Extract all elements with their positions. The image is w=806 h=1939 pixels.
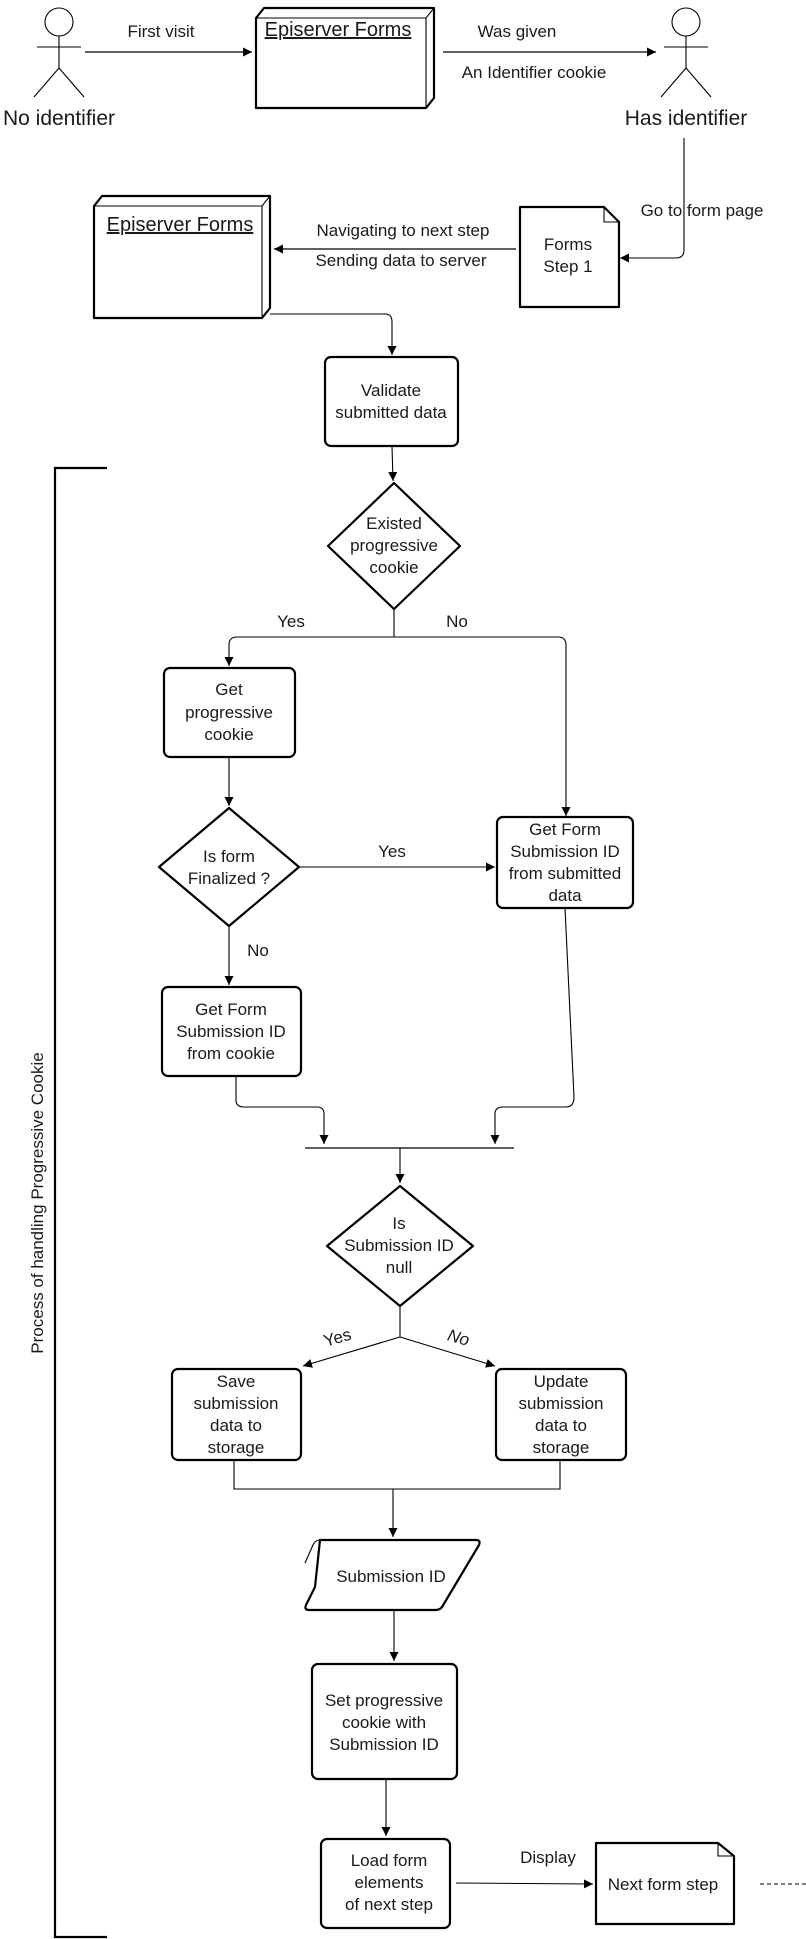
get-id-cookie-line-2: Submission ID [176, 1022, 286, 1041]
edge-label-navigating: Navigating to next step [317, 221, 490, 240]
get-progressive-cookie-node: Get progressive cookie [162, 666, 297, 759]
actor-no-identifier: No identifier [3, 7, 115, 130]
edge-label-identifier-cookie: An Identifier cookie [462, 63, 607, 82]
episerver-forms-mid-label: Episerver Forms [107, 214, 254, 236]
save-submission-line-4: storage [208, 1438, 265, 1457]
edge-label-no-finalized: No [247, 941, 269, 960]
edge-label-sending: Sending data to server [315, 251, 486, 270]
get-id-cookie-line-3: from cookie [187, 1044, 275, 1063]
update-submission-node: Update submission data to storage [494, 1367, 628, 1462]
actor-no-identifier-icon [33, 7, 85, 98]
is-form-finalized-line-1: Is form [203, 847, 255, 866]
load-elements-line-2: elements [355, 1873, 424, 1892]
save-submission-line-1: Save [217, 1372, 256, 1391]
edge-label-first-visit: First visit [127, 22, 194, 41]
is-form-finalized-decision: Is form Finalized ? [157, 806, 301, 928]
save-submission-node: Save submission data to storage [170, 1367, 303, 1462]
actor-has-identifier-label: Has identifier [625, 107, 748, 130]
process-bracket: Process of handling Progressive Cookie [28, 466, 107, 1939]
process-bracket-label: Process of handling Progressive Cookie [28, 1052, 47, 1353]
set-cookie-line-3: Submission ID [329, 1735, 439, 1754]
edge-label-no-existed: No [446, 612, 468, 631]
get-progressive-cookie-line-3: cookie [204, 725, 253, 744]
actor-has-identifier: Has identifier [625, 7, 748, 130]
forms-step-1-line-2: Step 1 [543, 257, 592, 276]
edge-label-yes-existed: Yes [277, 612, 305, 631]
save-submission-line-3: data to [210, 1416, 262, 1435]
load-elements-line-1: Load form [351, 1851, 428, 1870]
existed-cookie-decision: Existed progressive cookie [326, 481, 462, 611]
edge-label-display: Display [520, 1848, 576, 1867]
get-progressive-cookie-line-1: Get [215, 680, 243, 699]
is-null-line-2: Submission ID [344, 1236, 454, 1255]
get-id-submitted-line-1: Get Form [529, 820, 601, 839]
update-submission-line-3: data to [535, 1416, 587, 1435]
is-null-line-3: null [386, 1258, 412, 1277]
set-cookie-line-2: cookie with [342, 1713, 426, 1732]
actor-no-identifier-label: No identifier [3, 107, 115, 130]
get-id-cookie-line-1: Get Form [195, 1000, 267, 1019]
submission-id-label: Submission ID [336, 1567, 446, 1586]
get-progressive-cookie-line-2: progressive [185, 703, 273, 722]
edge-label-yes-null: Yes [322, 1325, 354, 1351]
edge-label-go-to-form-page: Go to form page [641, 201, 764, 220]
edge-label-no-null: No [445, 1326, 471, 1350]
update-submission-line-4: storage [533, 1438, 590, 1457]
episerver-forms-top-label: Episerver Forms [265, 19, 412, 41]
episerver-forms-box-mid: Episerver Forms [92, 194, 272, 320]
existed-cookie-line-2: progressive [350, 536, 438, 555]
get-id-from-submitted-node: Get Form Submission ID from submitted da… [495, 815, 635, 910]
save-submission-line-2: submission [193, 1394, 278, 1413]
existed-cookie-line-3: cookie [369, 558, 418, 577]
episerver-forms-box-top: Episerver Forms [254, 6, 436, 110]
validate-line-1: Validate [361, 381, 421, 400]
load-elements-line-3: of next step [345, 1895, 433, 1914]
forms-step-1-line-1: Forms [544, 235, 592, 254]
edge-label-yes-finalized: Yes [378, 842, 406, 861]
load-elements-node: Load form elements of next step [319, 1837, 452, 1930]
next-form-step-node: Next form step [594, 1841, 736, 1926]
is-null-line-1: Is [392, 1214, 405, 1233]
set-cookie-node: Set progressive cookie with Submission I… [310, 1662, 459, 1781]
update-submission-line-1: Update [534, 1372, 589, 1391]
submission-id-node: Submission ID [304, 1538, 481, 1612]
update-submission-line-2: submission [518, 1394, 603, 1413]
get-id-submitted-line-3: from submitted [509, 864, 621, 883]
next-form-step-label: Next form step [608, 1875, 719, 1894]
forms-step-1-node: Forms Step 1 [518, 205, 621, 309]
get-id-from-cookie-node: Get Form Submission ID from cookie [160, 985, 303, 1078]
set-cookie-line-1: Set progressive [325, 1691, 443, 1710]
validate-line-2: submitted data [335, 403, 447, 422]
get-id-submitted-line-4: data [548, 886, 582, 905]
edge-label-was-given: Was given [478, 22, 557, 41]
is-form-finalized-line-2: Finalized ? [188, 869, 270, 888]
existed-cookie-line-1: Existed [366, 514, 422, 533]
get-id-submitted-line-2: Submission ID [510, 842, 620, 861]
validate-node: Validate submitted data [323, 355, 460, 448]
actor-has-identifier-icon [660, 7, 712, 98]
is-submission-null-decision: Is Submission ID null [325, 1184, 475, 1308]
